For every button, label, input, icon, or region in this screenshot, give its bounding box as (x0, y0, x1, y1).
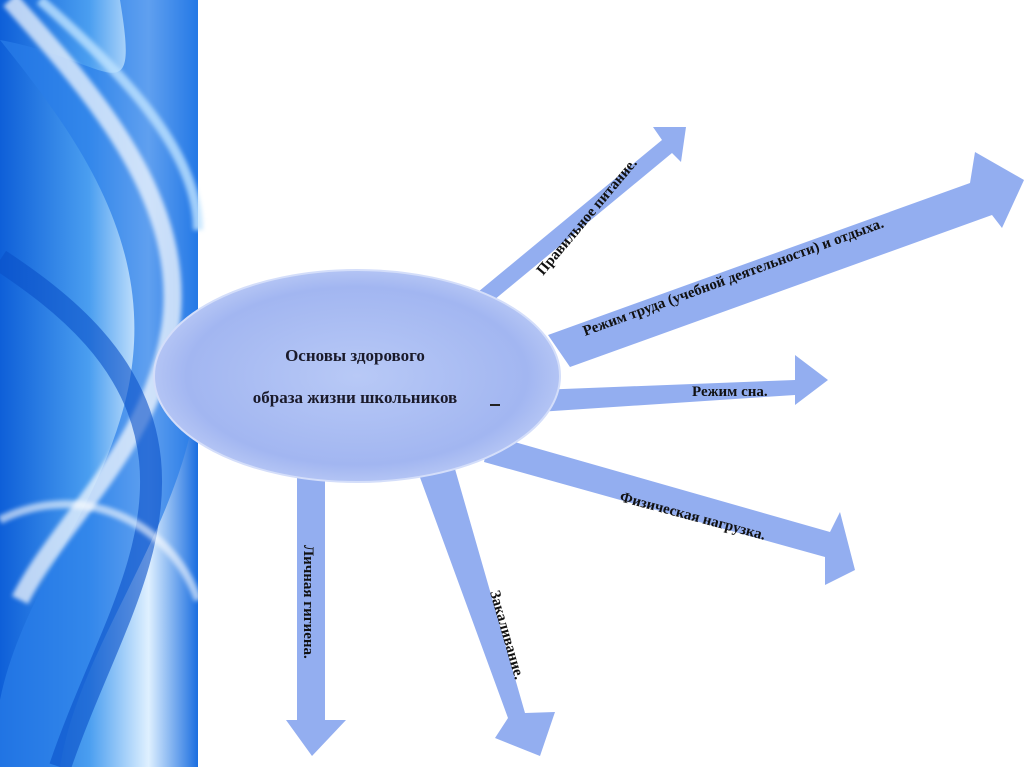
label-sleep: Режим сна. (692, 384, 768, 400)
label-work-rest: Режим труда (учебной деятельности) и отд… (581, 216, 886, 340)
arrow-hardening (418, 462, 555, 756)
center-title-line-2: образа жизни школьников (253, 388, 457, 407)
label-nutrition: Правильное питание. (534, 155, 641, 278)
arrow-sleep (538, 355, 828, 412)
arrow-nutrition (478, 127, 686, 305)
arrows (286, 127, 1024, 756)
arrow-physical (484, 435, 855, 585)
center-ellipse (153, 269, 561, 483)
center-title-line-1: Основы здорового (285, 346, 425, 365)
arrow-work-rest (548, 152, 1024, 367)
cursor-mark (490, 404, 500, 406)
label-hygiene: Личная гигиена. (300, 545, 316, 659)
arrow-hygiene (286, 474, 346, 756)
